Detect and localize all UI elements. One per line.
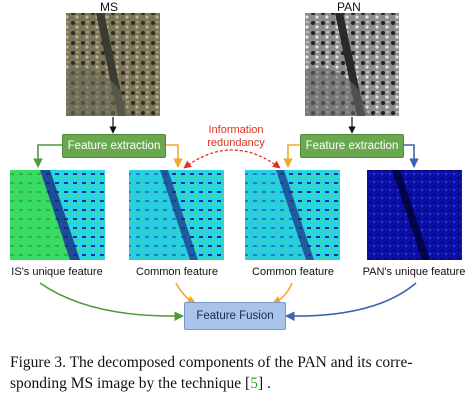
redundancy-line1: Information xyxy=(208,124,264,136)
ms-unique-feature-map xyxy=(10,170,105,260)
ms-image xyxy=(66,13,160,116)
arrow-pan-unique-to-fusion xyxy=(285,282,417,321)
pan-image xyxy=(305,13,399,116)
arrow-ms-unique xyxy=(33,144,62,168)
citation-link[interactable]: 5 xyxy=(250,375,258,392)
arrow-pan-unique xyxy=(404,144,419,168)
arrow-common-left xyxy=(166,144,183,168)
caption-line2-suffix: ] . xyxy=(257,375,271,392)
common-feature-map-right xyxy=(245,170,340,260)
arrow-ms-unique-to-fusion xyxy=(39,282,184,321)
arrow-common-left-to-fusion xyxy=(175,282,197,305)
redundancy-arc xyxy=(183,149,281,169)
arrow-common-right-to-fusion xyxy=(271,282,293,306)
caption-line1: Figure 3. The decomposed components of t… xyxy=(10,354,413,371)
feature-extraction-right: Feature extraction xyxy=(300,134,404,158)
caption-line2: sponding MS image by the technique [5] . xyxy=(10,373,470,394)
ms-unique-label: IS's unique feature xyxy=(11,266,103,278)
feature-fusion-box: Feature Fusion xyxy=(184,302,286,330)
common-right-label: Common feature xyxy=(252,266,334,278)
caption-line2-prefix: sponding MS image by the technique [ xyxy=(10,375,251,392)
common-left-label: Common feature xyxy=(136,266,218,278)
pan-unique-label: PAN's unique feature xyxy=(362,266,466,278)
common-feature-map-left xyxy=(129,170,224,260)
figure-caption: Figure 3. The decomposed components of t… xyxy=(10,352,470,394)
redundancy-line2: redundancy xyxy=(207,137,265,149)
pan-unique-feature-map xyxy=(367,170,462,260)
feature-extraction-left: Feature extraction xyxy=(62,134,166,158)
redundancy-label: Information redundancy xyxy=(196,124,276,150)
pan-title: PAN xyxy=(337,0,361,12)
arrow-common-right xyxy=(283,144,300,168)
ms-title: MS xyxy=(100,0,118,12)
